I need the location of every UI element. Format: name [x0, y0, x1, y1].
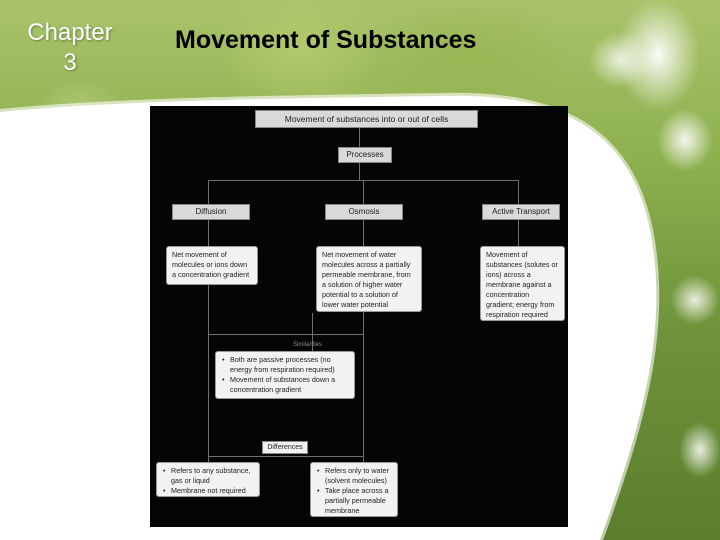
- chapter-label: Chapter 3: [10, 18, 130, 78]
- difference-item: Membrane not required: [162, 486, 254, 496]
- similarity-item: Both are passive processes (no energy fr…: [221, 355, 349, 375]
- connector: [518, 180, 519, 204]
- active-transport-node: Active Transport: [482, 204, 560, 220]
- connector: [359, 125, 360, 147]
- connector: [359, 163, 360, 181]
- connector: [208, 180, 209, 204]
- similarity-item: Movement of substances down a concentrat…: [221, 375, 349, 395]
- active-transport-definition: Movement of substances (solutes or ions)…: [480, 246, 565, 321]
- connector: [208, 285, 209, 457]
- connector: [208, 456, 363, 457]
- osmosis-differences-box: Refers only to water (solvent molecules)…: [310, 462, 398, 517]
- processes-node: Processes: [338, 147, 392, 163]
- connector: [208, 456, 209, 462]
- diffusion-definition: Net movement of molecules or ions down a…: [166, 246, 258, 285]
- connector: [363, 180, 364, 204]
- connector: [208, 334, 363, 335]
- similarities-label: Similarities: [293, 342, 323, 348]
- chapter-word: Chapter: [27, 19, 113, 46]
- difference-item: Take place across a partially permeable …: [316, 486, 392, 516]
- differences-label: Differences: [262, 441, 308, 454]
- connector: [363, 456, 364, 462]
- difference-item: Refers only to water (solvent molecules): [316, 466, 392, 486]
- slide-title: Movement of Substances: [175, 26, 477, 54]
- connector: [312, 313, 313, 351]
- osmosis-definition: Net movement of water molecules across a…: [316, 246, 422, 312]
- connector: [208, 219, 209, 246]
- diffusion-node: Diffusion: [172, 204, 250, 220]
- connector: [363, 219, 364, 246]
- connector: [363, 310, 364, 457]
- chapter-number: 3: [63, 49, 77, 76]
- osmosis-node: Osmosis: [325, 204, 403, 220]
- difference-item: Refers to any substance, gas or liquid: [162, 466, 254, 486]
- similarities-box: Both are passive processes (no energy fr…: [215, 351, 355, 399]
- diagram-title: Movement of substances into or out of ce…: [255, 110, 478, 128]
- diffusion-differences-box: Refers to any substance, gas or liquid M…: [156, 462, 260, 497]
- concept-map: Movement of substances into or out of ce…: [150, 106, 568, 527]
- connector: [518, 219, 519, 246]
